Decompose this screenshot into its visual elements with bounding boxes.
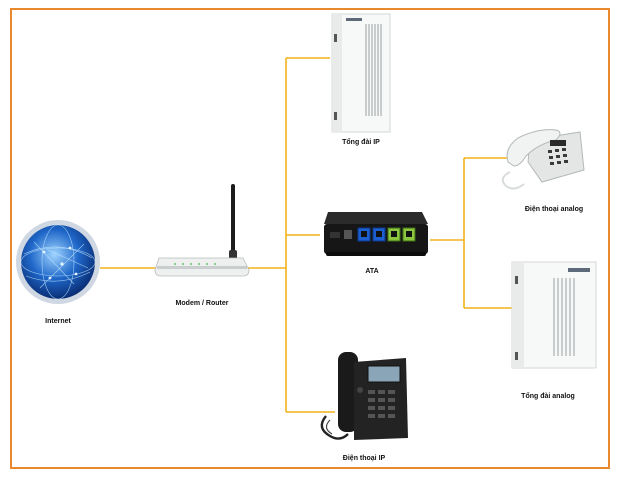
- router-icon: [154, 184, 250, 277]
- pbx-cabinet-icon: [511, 261, 597, 369]
- ip-phone-icon: [320, 352, 408, 440]
- ip-pbx-label: Tổng đài IP: [342, 139, 380, 146]
- diagram-frame: [10, 8, 610, 469]
- globe-icon: [16, 220, 100, 304]
- analog-pbx-label: Tổng đài analog: [521, 393, 575, 400]
- ata-label: ATA: [365, 268, 379, 275]
- ip-phone-label: Điện thoại IP: [342, 455, 386, 462]
- pbx-cabinet-icon: [331, 13, 391, 133]
- router-label: Modem / Router: [175, 300, 229, 307]
- ata-box-icon: [324, 212, 428, 256]
- internet-label: Internet: [45, 318, 71, 325]
- analog-phone-label: Điện thoại analog: [524, 206, 584, 213]
- analog-phone-icon: [501, 129, 585, 190]
